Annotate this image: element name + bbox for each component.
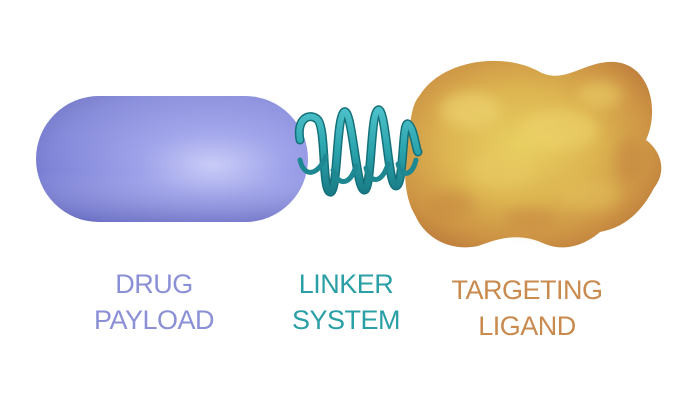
linker-system-shape [294, 105, 423, 197]
drug-payload-label: DRUG PAYLOAD [74, 266, 234, 338]
targeting-ligand-label-line1: TARGETING [451, 275, 603, 305]
drug-payload-label-line2: PAYLOAD [93, 305, 215, 335]
targeting-ligand-label: TARGETING LIGAND [432, 272, 622, 344]
drug-payload-shape [36, 96, 308, 222]
linker-system-label-line1: LINKER [298, 269, 394, 299]
drug-payload-label-line1: DRUG [115, 269, 193, 299]
linker-system-label: LINKER SYSTEM [276, 266, 416, 338]
targeting-ligand-label-line2: LIGAND [478, 311, 576, 341]
targeting-ligand-shape [405, 60, 662, 248]
linker-system-label-line2: SYSTEM [291, 305, 401, 335]
